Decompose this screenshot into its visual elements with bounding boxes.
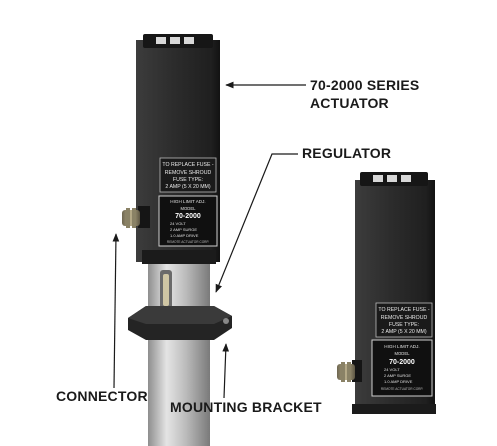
plate-model: 70-2000 <box>175 213 201 220</box>
mounting-bracket-callout-label: MOUNTING BRACKET <box>170 399 322 415</box>
plate-title: HIGH LIMIT ADJ. <box>384 344 419 349</box>
fuse-line-4: 2 AMP (5 X 20 MM) <box>165 184 210 190</box>
top-connector-left <box>156 37 194 44</box>
actuator-unit-left: TO REPLACE FUSE - REMOVE SHROUD FUSE TYP… <box>122 34 232 446</box>
regulator-callout-line <box>215 153 298 293</box>
shaft-left <box>148 262 210 446</box>
regulator-callout-label: REGULATOR <box>302 145 392 161</box>
fuse-line-4: 2 AMP (5 X 20 MM) <box>381 329 426 335</box>
fuse-line-3: FUSE TYPE: <box>173 177 203 183</box>
mounting-bracket <box>128 306 232 340</box>
plate-title: HIGH LIMIT ADJ. <box>170 199 205 204</box>
plate-model: 70-2000 <box>389 359 415 366</box>
model-plate-left: HIGH LIMIT ADJ. MODEL 70-2000 24 VOLT 2 … <box>158 195 218 247</box>
plate-footer: REMOTE ACTUATOR CORP. <box>167 240 209 244</box>
plate-spec-2: 2 AMP SURGE <box>170 227 197 232</box>
plate-spec-1: 24 VOLT <box>170 221 186 226</box>
fuse-label-right: TO REPLACE FUSE - REMOVE SHROUD FUSE TYP… <box>375 302 433 338</box>
connector-callout-line <box>112 233 120 389</box>
callout-lines <box>112 81 306 399</box>
side-connector-left <box>122 206 150 228</box>
fuse-line-3: FUSE TYPE: <box>389 322 419 328</box>
fuse-label-left: TO REPLACE FUSE - REMOVE SHROUD FUSE TYP… <box>159 157 217 193</box>
plate-spec-3: 1.0 AMP DRIVE <box>384 379 413 384</box>
plate-spec-1: 24 VOLT <box>384 367 400 372</box>
plate-footer: REMOTE ACTUATOR CORP. <box>381 387 423 391</box>
connector-callout-label: CONNECTOR <box>56 388 148 404</box>
top-connector-right <box>373 175 411 182</box>
plate-model-label: MODEL <box>181 206 197 211</box>
plate-spec-2: 2 AMP SURGE <box>384 373 411 378</box>
actuator-label-line-1: 70-2000 SERIES <box>310 77 420 93</box>
side-connector-right <box>337 360 362 382</box>
actuator-unit-right: TO REPLACE FUSE - REMOVE SHROUD FUSE TYP… <box>337 172 436 414</box>
fuse-line-1: TO REPLACE FUSE - <box>378 307 429 313</box>
bracket-callout-line <box>222 343 230 399</box>
model-plate-right: HIGH LIMIT ADJ. MODEL 70-2000 24 VOLT 2 … <box>371 339 433 397</box>
actuator-label-line-2: ACTUATOR <box>310 95 389 111</box>
fuse-line-1: TO REPLACE FUSE - <box>162 162 213 168</box>
plate-model-label: MODEL <box>395 351 411 356</box>
fuse-line-2: REMOVE SHROUD <box>381 315 428 321</box>
plate-spec-3: 1.0 AMP DRIVE <box>170 233 199 238</box>
actuator-callout-label: 70-2000 SERIES ACTUATOR <box>310 76 419 112</box>
fuse-line-2: REMOVE SHROUD <box>165 170 212 176</box>
